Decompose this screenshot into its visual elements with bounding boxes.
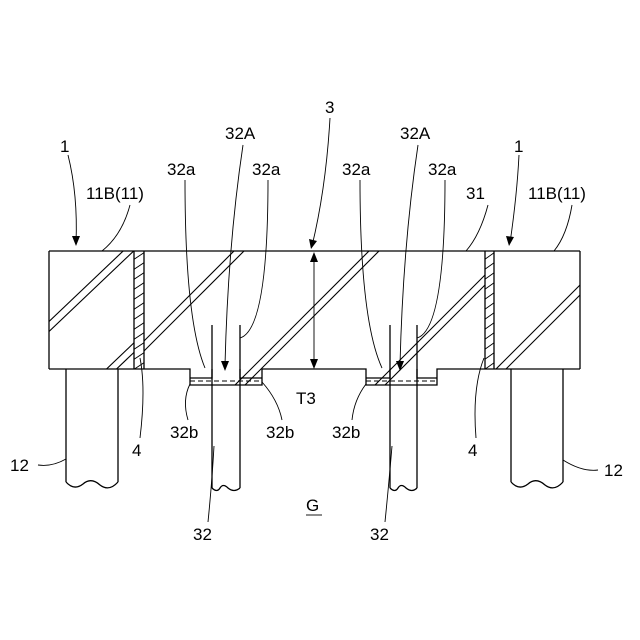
- label-4-left: 4: [132, 441, 141, 460]
- label-11B-right: 11B(11): [528, 184, 586, 203]
- label-1-left: 1: [60, 137, 69, 156]
- label-32a-4: 32a: [428, 160, 457, 179]
- left-block-hatching: [40, 235, 170, 380]
- label-3: 3: [325, 98, 334, 117]
- label-32b-3: 32b: [332, 423, 360, 442]
- label-32A-right: 32A: [400, 124, 431, 143]
- label-32a-2: 32a: [252, 160, 281, 179]
- label-12-left: 12: [10, 456, 29, 475]
- label-32b-2: 32b: [266, 423, 294, 442]
- label-4-right: 4: [468, 441, 477, 460]
- label-11B-left: 11B(11): [86, 184, 144, 203]
- left-post-12: [66, 369, 118, 488]
- panel-hatching: [140, 240, 530, 395]
- t3-dimension: [310, 252, 318, 369]
- label-G: G: [306, 496, 319, 515]
- right-block-hatching: [485, 275, 600, 380]
- label-T3: T3: [296, 389, 316, 408]
- label-32a-3: 32a: [342, 160, 371, 179]
- leader-lines: [38, 118, 598, 522]
- label-12-right: 12: [604, 461, 623, 480]
- right-post-12: [511, 369, 563, 488]
- right-seal-strip: [481, 250, 498, 372]
- left-strut-32: [212, 325, 240, 491]
- label-32-right: 32: [370, 525, 389, 544]
- label-31: 31: [466, 184, 485, 203]
- label-32-left: 32: [193, 525, 212, 544]
- right-strut-32: [390, 325, 417, 491]
- label-32a-1: 32a: [167, 160, 196, 179]
- label-32A-left: 32A: [225, 124, 256, 143]
- label-1-right: 1: [514, 137, 523, 156]
- label-32b-1: 32b: [170, 423, 198, 442]
